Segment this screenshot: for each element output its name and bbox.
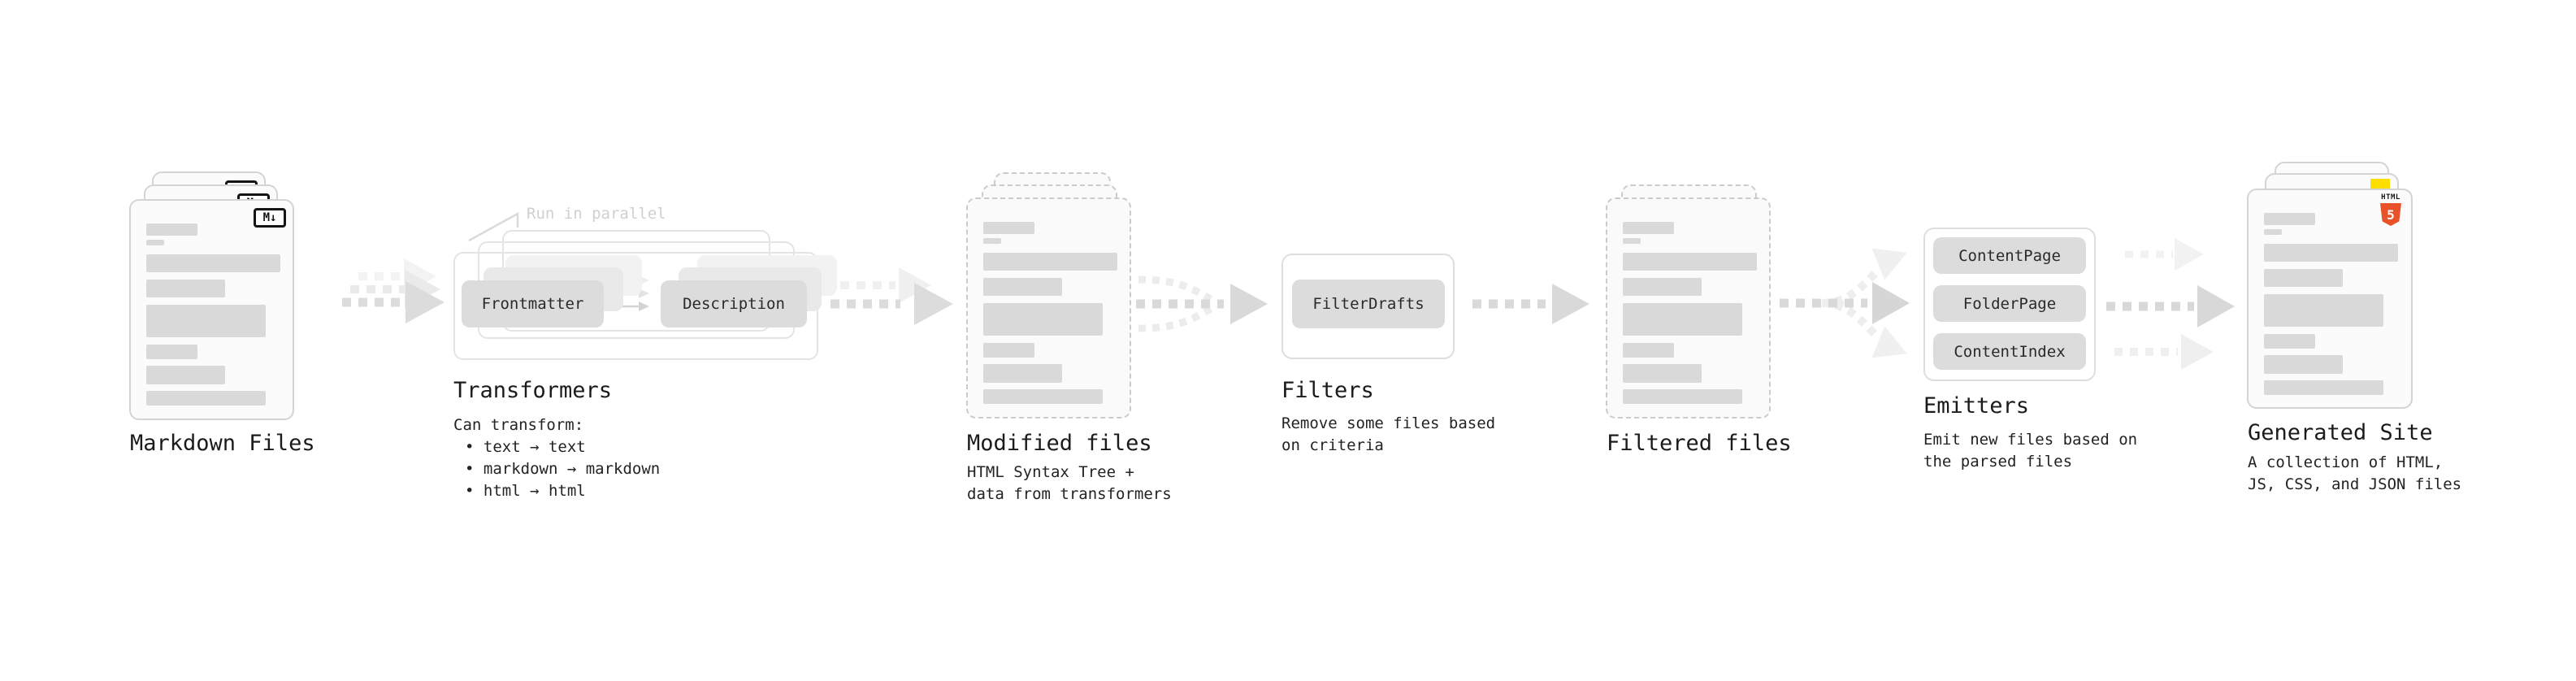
filtered-file-card	[1606, 197, 1771, 419]
content-line-placeholder	[983, 238, 1001, 244]
content-line-placeholder	[983, 253, 1117, 271]
content-line-placeholder	[2264, 213, 2315, 225]
content-line-placeholder	[146, 240, 164, 245]
run-in-parallel-note: Run in parallel	[527, 205, 666, 223]
content-line-placeholder	[2264, 355, 2343, 374]
modified-files-stack	[959, 158, 1138, 435]
content-line-placeholder	[983, 389, 1103, 404]
content-line-placeholder	[983, 364, 1062, 383]
transformers-description: Can transform:	[453, 416, 584, 434]
content-line-placeholder	[2264, 380, 2383, 395]
content-line-placeholder	[983, 222, 1034, 234]
arrow-filters-to-filtered	[1472, 284, 1589, 324]
filtered-files-label: Filtered files	[1607, 431, 1792, 456]
content-line-placeholder	[146, 223, 197, 236]
markdown-icon: M↓	[254, 208, 286, 228]
content-line-placeholder	[146, 254, 280, 272]
generated-site-description: A collection of HTML, JS, CSS, and JSON …	[2248, 453, 2462, 493]
arrow-markdown-to-transformers	[342, 258, 445, 323]
file-content-placeholder	[2249, 190, 2411, 407]
transformers-bullet-2: • markdown → markdown	[465, 460, 661, 478]
html-file-card: HTML 5	[2247, 189, 2413, 409]
frontmatter-pill: Frontmatter	[462, 280, 604, 327]
content-line-placeholder	[2264, 229, 2282, 235]
contentindex-pill: ContentIndex	[1933, 333, 2086, 370]
content-line-placeholder	[1623, 364, 1702, 383]
file-content-placeholder	[968, 199, 1130, 417]
filterdrafts-pill: FilterDrafts	[1292, 280, 1445, 328]
content-line-placeholder	[2264, 294, 2383, 327]
js-icon	[2370, 179, 2390, 189]
filtered-files-stack	[1598, 158, 1777, 435]
contentpage-pill: ContentPage	[1933, 237, 2086, 274]
content-line-placeholder	[1623, 278, 1702, 296]
transformers-bullet-3: • html → html	[465, 482, 586, 500]
content-line-placeholder	[983, 278, 1062, 296]
content-line-placeholder	[2264, 269, 2343, 287]
file-content-placeholder	[1607, 199, 1769, 417]
content-line-placeholder	[983, 343, 1034, 358]
content-line-placeholder	[983, 303, 1103, 336]
modified-files-description: HTML Syntax Tree + data from transformer…	[967, 463, 1172, 503]
content-line-placeholder	[1623, 238, 1641, 244]
content-line-placeholder	[2264, 334, 2315, 349]
modified-files-label: Modified files	[967, 431, 1152, 456]
file-content-placeholder	[131, 201, 293, 419]
content-line-placeholder	[146, 391, 266, 406]
arrow-filtered-to-emitters	[1780, 248, 1910, 358]
folderpage-pill: FolderPage	[1933, 285, 2086, 322]
transformers-bullet-1: • text → text	[465, 438, 586, 456]
transformers-label: Transformers	[453, 378, 613, 403]
filters-description: Remove some files based on criteria	[1281, 414, 1496, 454]
arrow-emitters-to-generated	[2106, 238, 2235, 370]
markdown-file-card: M↓	[129, 199, 294, 420]
emitters-description: Emit new files based on the parsed files	[1923, 431, 2138, 471]
content-line-placeholder	[2264, 244, 2398, 262]
content-line-placeholder	[1623, 343, 1674, 358]
content-line-placeholder	[146, 305, 266, 337]
markdown-files-label: Markdown Files	[130, 431, 315, 456]
content-line-placeholder	[1623, 222, 1674, 234]
content-line-placeholder	[1623, 303, 1742, 336]
emitters-label: Emitters	[1923, 393, 2030, 419]
generated-site-stack: CSS HTML 5	[2240, 146, 2427, 423]
content-line-placeholder	[146, 280, 225, 297]
content-line-placeholder	[146, 345, 197, 359]
filters-label: Filters	[1281, 378, 1374, 403]
content-line-placeholder	[146, 366, 225, 384]
markdown-files-stack: M↓ M↓ M↓	[122, 158, 317, 435]
arrow-modified-to-filters	[1136, 275, 1268, 332]
html5-icon: HTML 5	[2379, 194, 2403, 226]
content-line-placeholder	[1623, 389, 1742, 404]
modified-file-card	[966, 197, 1131, 419]
arrow-transformers-to-modified	[830, 267, 953, 325]
content-line-placeholder	[1623, 253, 1757, 271]
generated-site-label: Generated Site	[2248, 420, 2433, 445]
description-pill: Description	[661, 280, 807, 327]
